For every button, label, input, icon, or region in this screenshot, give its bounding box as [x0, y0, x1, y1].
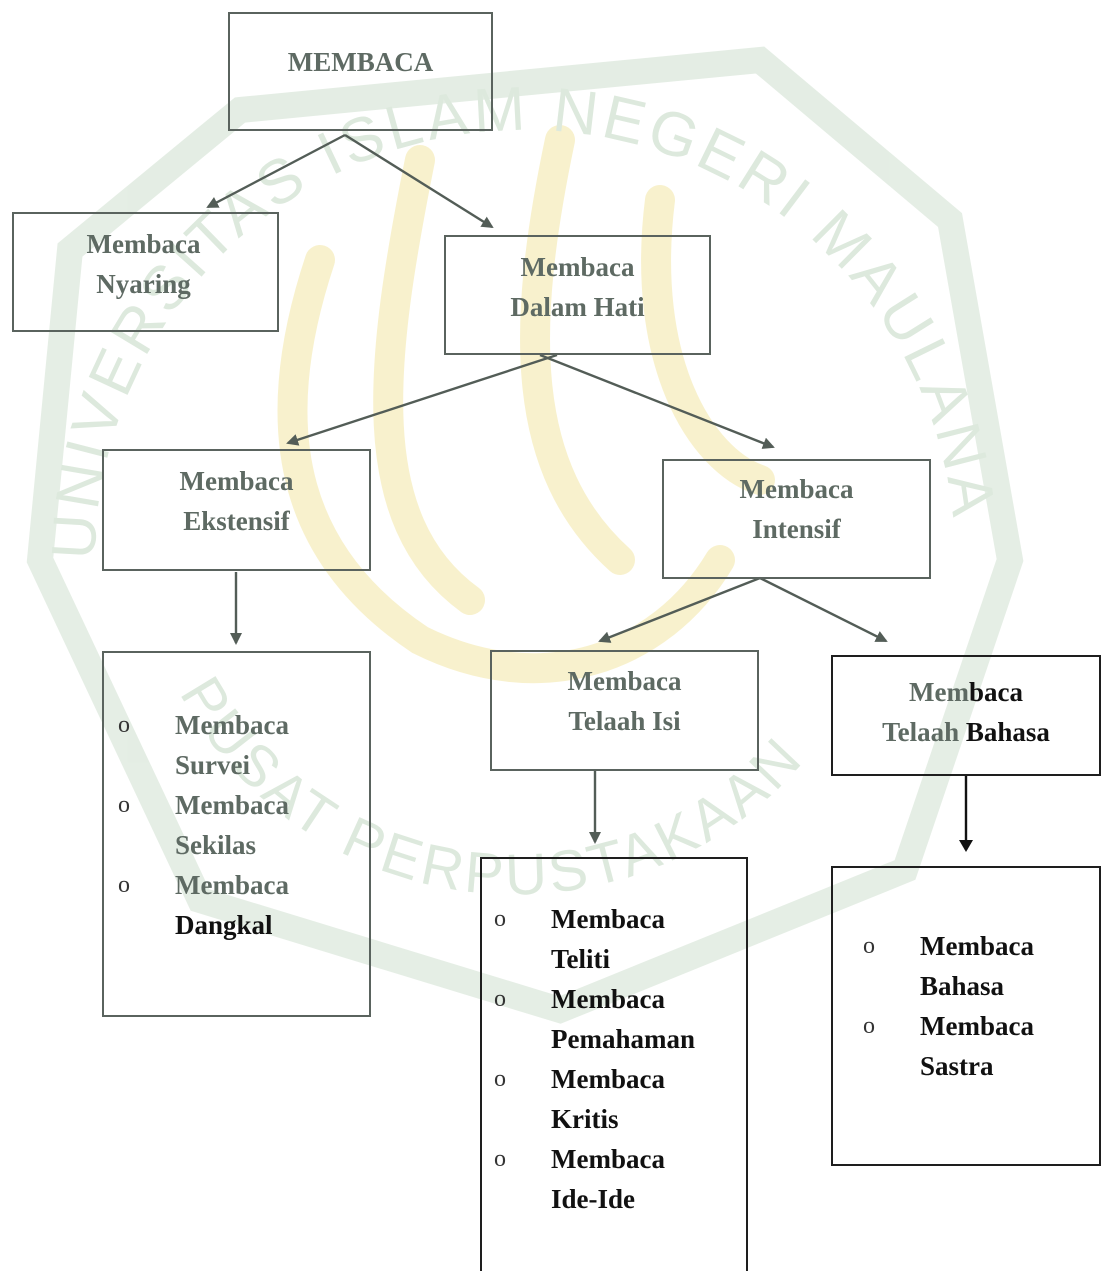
node-intensif-line1: Membaca: [739, 474, 854, 504]
list-item-line1: Membaca: [175, 870, 289, 900]
arrow-intensif-to-telaah-isi: [598, 576, 761, 643]
bullet-icon: o: [118, 792, 130, 818]
list-item-line1: Membaca: [175, 790, 289, 820]
bullet-icon: o: [494, 906, 506, 932]
node-membaca-intensif: Membaca Intensif: [662, 459, 931, 579]
node-ekstensif-line2: Ekstensif: [183, 506, 290, 536]
list-item-line2: Pemahaman: [551, 1024, 695, 1054]
node-membaca-label: MEMBACA: [287, 47, 434, 77]
list-item-line2: Survei: [175, 750, 251, 780]
bullet-icon: o: [494, 1066, 506, 1092]
list-box-telaah-isi: o Membaca Teliti o Membaca Pemahaman o M…: [480, 857, 748, 1271]
node-dalam-hati-line1: Membaca: [520, 252, 635, 282]
bullet-icon: o: [118, 872, 130, 898]
list-item: o Membaca Dangkal: [118, 865, 289, 945]
node-telaah-bahasa-line2-black: Bahasa: [965, 717, 1050, 747]
telaah-isi-list: o Membaca Teliti o Membaca Pemahaman o M…: [494, 899, 695, 1219]
list-item-line1: Membaca: [551, 984, 665, 1014]
bullet-icon: o: [863, 1013, 875, 1039]
list-item-line1: Membaca: [551, 904, 665, 934]
node-telaah-bahasa-line1-grey: Mem: [909, 677, 969, 707]
list-item: o Membaca Bahasa: [863, 926, 1034, 1006]
node-telaah-bahasa-line2-grey: Telaah: [882, 717, 966, 747]
list-item-line2: Sekilas: [175, 830, 257, 860]
arrow-dalam-hati-to-intensif: [539, 353, 775, 449]
node-membaca-ekstensif: Membaca Ekstensif: [102, 449, 371, 571]
list-item-line2: Sastra: [920, 1051, 994, 1081]
list-item: o Membaca Ide-Ide: [494, 1139, 695, 1219]
node-telaah-bahasa-line1: Membaca: [833, 672, 1099, 712]
arrow-root-to-dalam-hati: [344, 133, 494, 229]
list-item: o Membaca Teliti: [494, 899, 695, 979]
telaah-bahasa-list: o Membaca Bahasa o Membaca Sastra: [863, 926, 1034, 1086]
list-item: o Membaca Kritis: [494, 1059, 695, 1139]
arrow-dalam-hati-to-ekstensif: [286, 353, 558, 446]
seal-calligraphy: [277, 125, 775, 684]
node-dalam-hati-line2: Dalam Hati: [510, 292, 645, 322]
ekstensif-list: o Membaca Survei o Membaca Sekilas o Mem…: [118, 705, 289, 945]
list-item: o Membaca Sastra: [863, 1006, 1034, 1086]
list-item-line1: Membaca: [551, 1144, 665, 1174]
node-ekstensif-line1: Membaca: [179, 466, 294, 496]
node-nyaring-line1: Membaca: [86, 229, 201, 259]
list-item-line2: Ide-Ide: [551, 1184, 636, 1214]
list-item-line2: Teliti: [551, 944, 611, 974]
node-membaca-dalam-hati: Membaca Dalam Hati: [444, 235, 711, 355]
node-telaah-bahasa-line2: Telaah Bahasa: [833, 712, 1099, 752]
list-item-line1: Membaca: [920, 1011, 1034, 1041]
node-membaca-nyaring: Membaca Nyaring: [12, 212, 279, 332]
arrow-intensif-to-telaah-bahasa: [759, 576, 888, 643]
list-item: o Membaca Survei: [118, 705, 289, 785]
bullet-icon: o: [863, 933, 875, 959]
list-item-line2: Dangkal: [175, 910, 273, 940]
bullet-icon: o: [494, 986, 506, 1012]
bullet-icon: o: [118, 712, 130, 738]
node-intensif-line2: Intensif: [752, 514, 841, 544]
list-item-line1: Membaca: [920, 931, 1034, 961]
list-item: o Membaca Pemahaman: [494, 979, 695, 1059]
list-box-ekstensif: o Membaca Survei o Membaca Sekilas o Mem…: [102, 651, 371, 1017]
list-item: o Membaca Sekilas: [118, 785, 289, 865]
node-membaca-telaah-isi: Membaca Telaah Isi: [490, 650, 759, 771]
list-item-line2: Bahasa: [920, 971, 1005, 1001]
list-item-line1: Membaca: [175, 710, 289, 740]
bullet-icon: o: [494, 1146, 506, 1172]
list-box-telaah-bahasa: o Membaca Bahasa o Membaca Sastra: [831, 866, 1101, 1166]
list-item-line1: Membaca: [551, 1064, 665, 1094]
arrow-root-to-nyaring: [206, 133, 346, 209]
seal-outline: [26, 46, 1024, 1024]
node-telaah-bahasa-line1-black: baca: [968, 677, 1023, 707]
node-telaah-isi-line2: Telaah Isi: [568, 706, 681, 736]
node-membaca: MEMBACA: [228, 12, 493, 131]
node-telaah-isi-line1: Membaca: [567, 666, 682, 696]
list-item-line2: Kritis: [551, 1104, 619, 1134]
node-membaca-telaah-bahasa: Membaca Telaah Bahasa: [831, 655, 1101, 776]
node-nyaring-line2: Nyaring: [96, 269, 191, 299]
